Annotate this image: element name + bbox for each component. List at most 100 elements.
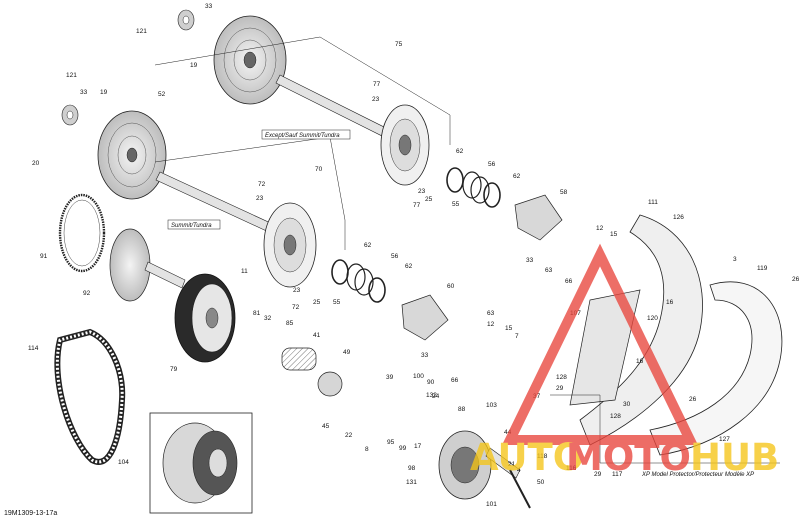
part-label: 92: [83, 290, 91, 297]
part-label: 128: [610, 413, 621, 420]
part-label: 114: [28, 345, 39, 352]
cams: [401, 194, 563, 341]
drive-belt: [54, 328, 126, 465]
part-label: 33: [205, 3, 213, 10]
part-label: 12: [487, 321, 495, 328]
part-label: 19: [100, 89, 108, 96]
part-label: 66: [451, 377, 459, 384]
pulley-lower: [263, 202, 317, 288]
part-label: 72: [258, 181, 266, 188]
part-label: 56: [391, 253, 399, 260]
spring-41: [281, 347, 343, 397]
part-label: 23: [256, 195, 264, 202]
part-label: 33: [80, 89, 88, 96]
part-label: 23: [372, 96, 380, 103]
part-label: 121: [66, 72, 77, 79]
part-label: 95: [387, 439, 395, 446]
part-label: 29: [556, 385, 564, 392]
watermark-logo: AUTO MOTO HUB: [470, 243, 779, 479]
part-label: 15: [610, 231, 618, 238]
driven-sheave-lower: [61, 104, 167, 200]
part-label: 7: [515, 333, 519, 340]
part-label: 19: [190, 62, 198, 69]
part-label: 131: [406, 479, 417, 486]
part-label: 81: [253, 310, 261, 317]
part-label: 55: [452, 201, 460, 208]
part-label: 33: [526, 257, 534, 264]
part-label: 66: [565, 278, 573, 285]
part-label: 72: [292, 304, 300, 311]
part-label: 26: [792, 276, 800, 283]
part-label: 62: [513, 173, 521, 180]
part-label: 70: [315, 166, 323, 173]
part-label: 49: [343, 349, 351, 356]
driven-sheave-upper: [177, 9, 287, 105]
part-label: 98: [408, 465, 416, 472]
part-label: 52: [158, 91, 166, 98]
part-label: 63: [545, 267, 553, 274]
watermark-hub: HUB: [690, 436, 779, 479]
part-label: 45: [322, 423, 330, 430]
part-label: 75: [395, 41, 403, 48]
part-label: 56: [488, 161, 496, 168]
part-label: 79: [170, 366, 178, 373]
part-label: 127: [719, 436, 730, 443]
part-label: 91: [40, 253, 48, 260]
part-label: 104: [118, 459, 129, 466]
part-label: 32: [264, 315, 272, 322]
part-label: 8: [365, 446, 369, 453]
part-label: 77: [373, 81, 381, 88]
part-label: 22: [345, 432, 353, 439]
part-label: 90: [427, 379, 435, 386]
part-label: 63: [487, 310, 495, 317]
part-label: 44: [504, 429, 512, 436]
part-label: 30: [623, 401, 631, 408]
callout-except-summit: Except/Sauf Summit/Tundra: [265, 133, 340, 139]
part-label: 26: [689, 396, 697, 403]
part-label: 111: [648, 199, 658, 206]
part-label: 77: [413, 202, 421, 209]
part-label: 118: [537, 453, 548, 460]
drive-housing: [174, 273, 236, 363]
part-label: 4: [517, 467, 521, 474]
part-label: 60: [447, 283, 455, 290]
part-label: 101: [486, 501, 497, 508]
part-label: 119: [757, 265, 768, 272]
part-label: 117: [612, 471, 623, 478]
ring-gear: [58, 193, 106, 273]
part-label: 25: [425, 196, 433, 203]
part-label: 99: [399, 445, 407, 452]
part-label: 128: [556, 374, 567, 381]
watermark-moto: MOTO: [566, 436, 691, 479]
part-label: 33: [421, 352, 429, 359]
part-label: 116: [566, 465, 577, 472]
part-label: 121: [136, 28, 147, 35]
inset-box: [149, 412, 253, 514]
pulley-upper: [380, 104, 430, 186]
part-label: 21: [508, 461, 516, 468]
part-label: 62: [364, 242, 372, 249]
watermark-triangle-icon: [502, 243, 698, 445]
part-label: 23: [293, 287, 301, 294]
part-label: 16: [666, 299, 674, 306]
part-label: 55: [333, 299, 341, 306]
callout-summit: Summit/Tundra: [171, 223, 212, 229]
part-label: 12: [596, 225, 604, 232]
part-label: 103: [486, 402, 497, 409]
part-label: 41: [313, 332, 321, 339]
callout-frames: [154, 36, 780, 464]
part-label: 15: [505, 325, 513, 332]
part-label: 23: [418, 188, 426, 195]
part-label: 11: [241, 268, 248, 275]
part-label: 126: [673, 214, 684, 221]
part-label: 100: [413, 373, 424, 380]
part-label: 88: [458, 406, 466, 413]
part-label: 25: [313, 299, 321, 306]
part-label: 62: [456, 148, 464, 155]
part-label: 16: [636, 358, 644, 365]
part-label: 50: [537, 479, 545, 486]
callout-xp-model: XP Model Protector/Protecteur Modèle XP: [641, 472, 754, 478]
